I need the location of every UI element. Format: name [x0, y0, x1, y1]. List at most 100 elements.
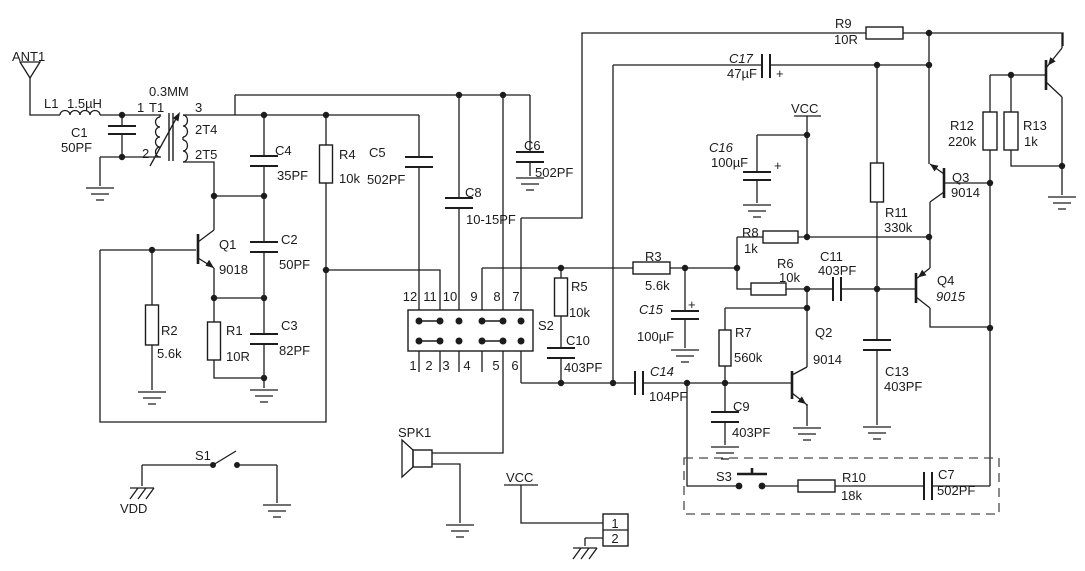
label-s2-pin2: 2	[425, 358, 432, 373]
label-s3-ref: S3	[716, 469, 732, 484]
label-c2-ref: C2	[281, 232, 298, 247]
label-c7-value: 502PF	[937, 483, 975, 498]
transformer-t1-symbol	[149, 112, 189, 167]
transistor-q3	[930, 164, 946, 198]
inductor-l1-symbol	[59, 109, 101, 116]
label-q3-part: 9014	[951, 185, 980, 200]
connector-s2	[407, 309, 534, 352]
resistor-r5-body	[553, 277, 569, 317]
label-c14-ref: C14	[650, 364, 674, 379]
label-r6-value: 10k	[779, 270, 800, 285]
label-r13-value: 1k	[1024, 134, 1038, 149]
label-c11-value: 403PF	[818, 263, 856, 278]
label-c15-ref: C15	[639, 302, 664, 317]
label-c15-value: 100µF	[637, 329, 674, 344]
capacitor-c11-plates	[832, 277, 842, 301]
label-r11-ref: R11	[885, 205, 908, 220]
label-c3-ref: C3	[281, 318, 298, 333]
resistor-r3-body	[632, 261, 671, 275]
label-c11-ref: C11	[820, 249, 843, 264]
label-q2-part: 9014	[813, 352, 842, 367]
label-s2-pin7: 7	[512, 289, 519, 304]
label-connector-pin2: 2	[611, 531, 618, 546]
label-s2-pin8: 8	[493, 289, 500, 304]
capacitor-c2-plates	[250, 241, 278, 253]
label-c9-value: 403PF	[732, 425, 770, 440]
label-c14-value: 104PF	[649, 389, 687, 404]
label-c17-value: 47µF	[727, 66, 757, 81]
label-s2-pin1: 1	[409, 358, 416, 373]
label-t1-winding-bottom: 2T5	[195, 147, 217, 162]
capacitor-c16-plates	[743, 171, 771, 181]
capacitor-c15-plates	[671, 310, 699, 320]
label-r8-value: 1k	[744, 241, 758, 256]
label-r12-value: 220k	[948, 134, 977, 149]
capacitor-c13-plates	[863, 339, 891, 351]
label-s2-pin9: 9	[470, 289, 477, 304]
capacitor-c9-plates	[711, 411, 739, 423]
resistor-r11-body	[869, 162, 885, 203]
label-r2-ref: R2	[161, 323, 178, 338]
label-q1-ref: Q1	[219, 237, 236, 252]
transistor-q4	[914, 269, 927, 303]
label-vcc-bottom: VCC	[506, 470, 533, 485]
label-c2-value: 50PF	[279, 257, 310, 272]
label-c15-polarity: +	[688, 297, 696, 312]
capacitor-c8-plates	[445, 197, 473, 209]
label-r11-value: 330k	[884, 220, 913, 235]
power-connector	[602, 513, 629, 547]
label-c8-value: 10-15PF	[466, 212, 516, 227]
label-c1-ref: C1	[71, 125, 88, 140]
wires-left-oscillator	[29, 78, 531, 423]
label-s2-pin3: 3	[442, 358, 449, 373]
wires-bottom	[141, 383, 990, 546]
label-r12-ref: R12	[950, 118, 974, 133]
label-l1-ref: L1	[44, 96, 58, 111]
label-c9-ref: C9	[733, 399, 750, 414]
resistor-r9-body	[865, 26, 904, 40]
label-t1-pin1: 1	[137, 100, 144, 115]
capacitor-c1-plates	[108, 125, 136, 135]
label-r7-ref: R7	[735, 325, 752, 340]
label-connector-pin1: 1	[611, 516, 618, 531]
label-s2-pin6: 6	[511, 358, 518, 373]
resistor-r13-body	[1003, 111, 1019, 151]
label-c7-ref: C7	[938, 467, 955, 482]
label-r3-value: 5.6k	[645, 278, 670, 293]
label-r10-ref: R10	[842, 470, 866, 485]
label-q4-ref: Q4	[937, 273, 954, 288]
label-c8-ref: C8	[465, 185, 482, 200]
label-r1-value: 10R	[226, 349, 250, 364]
label-ant1: ANT1	[12, 49, 45, 64]
wires-audio-stage	[670, 115, 929, 445]
transistor-q1	[196, 234, 214, 268]
capacitor-c10-plates	[547, 347, 575, 359]
label-c10-value: 403PF	[564, 360, 602, 375]
capacitor-c5-plates	[405, 156, 433, 168]
resistor-r6-body	[750, 282, 787, 296]
label-r4-ref: R4	[339, 147, 356, 162]
label-s2-pin10: 10	[443, 289, 457, 304]
label-r13-ref: R13	[1023, 118, 1047, 133]
resistor-r1-body	[206, 321, 222, 361]
label-c1-value: 50PF	[61, 140, 92, 155]
resistor-r2-body	[144, 304, 160, 346]
resistor-r8-body	[762, 230, 799, 244]
label-r8-ref: R8	[742, 225, 759, 240]
label-c13-ref: C13	[885, 364, 909, 379]
label-r1-ref: R1	[226, 323, 243, 338]
label-t1-pin3: 3	[195, 100, 202, 115]
label-r4-value: 10k	[339, 171, 360, 186]
label-r5-value: 10k	[569, 305, 590, 320]
label-c4-value: 35PF	[277, 168, 308, 183]
label-c3-value: 82PF	[279, 343, 310, 358]
label-r3-ref: R3	[645, 249, 662, 264]
antenna-ant1-symbol	[18, 61, 42, 80]
label-r9-ref: R9	[835, 16, 852, 31]
label-c17-polarity: +	[776, 66, 784, 81]
label-c13-value: 403PF	[884, 379, 922, 394]
label-c16-value: 100µF	[711, 155, 748, 170]
label-t1-pin2: 2	[142, 146, 149, 161]
label-q1-part: 9018	[219, 262, 248, 277]
